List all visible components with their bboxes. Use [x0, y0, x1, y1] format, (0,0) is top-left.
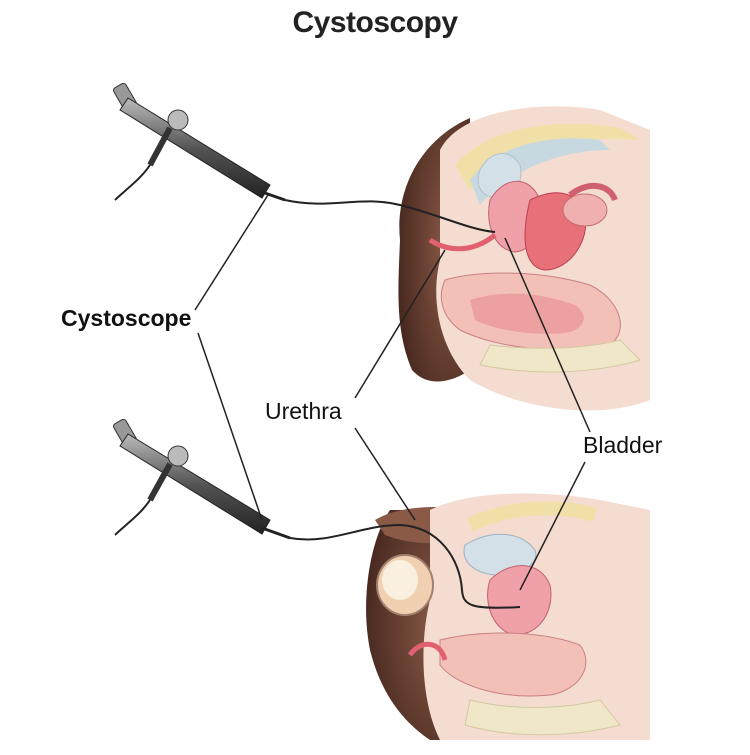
- leader-bladder-upper: [504, 237, 591, 433]
- urethra-upper: [428, 233, 497, 252]
- leader-lines: [194, 194, 591, 591]
- scope-cable-lower: [289, 523, 521, 609]
- leader-urethra-lower: [354, 427, 416, 521]
- bladder-balloon-lower: [463, 533, 537, 576]
- male-anatomy: [366, 493, 650, 740]
- bladder-lower: [487, 565, 552, 636]
- ovary: [562, 193, 608, 227]
- fat-layer-lower: [466, 501, 597, 532]
- sacrum-lower: [464, 699, 621, 736]
- label-urethra: Urethra: [262, 398, 345, 425]
- cystoscope-icon: [113, 418, 291, 540]
- intestine-lower: [439, 632, 587, 697]
- female-anatomy: [398, 106, 650, 411]
- prostate: [407, 641, 448, 661]
- fat-layer: [455, 123, 640, 190]
- leader-cystoscope-lower: [197, 332, 263, 521]
- sacrum-upper: [479, 339, 641, 373]
- label-bladder: Bladder: [580, 432, 666, 459]
- leader-cystoscope-upper: [194, 194, 269, 311]
- leader-urethra-upper: [354, 249, 446, 399]
- cystoscope-icon: [113, 82, 286, 202]
- testis-inner: [382, 560, 418, 600]
- leader-bladder-lower: [519, 461, 586, 591]
- label-cystoscope: Cystoscope: [58, 305, 195, 332]
- fallopian-tube: [568, 183, 618, 202]
- diagram-title: Cystoscopy: [292, 6, 458, 39]
- intestine-inner: [470, 293, 584, 334]
- scope-cable-upper: [284, 199, 496, 233]
